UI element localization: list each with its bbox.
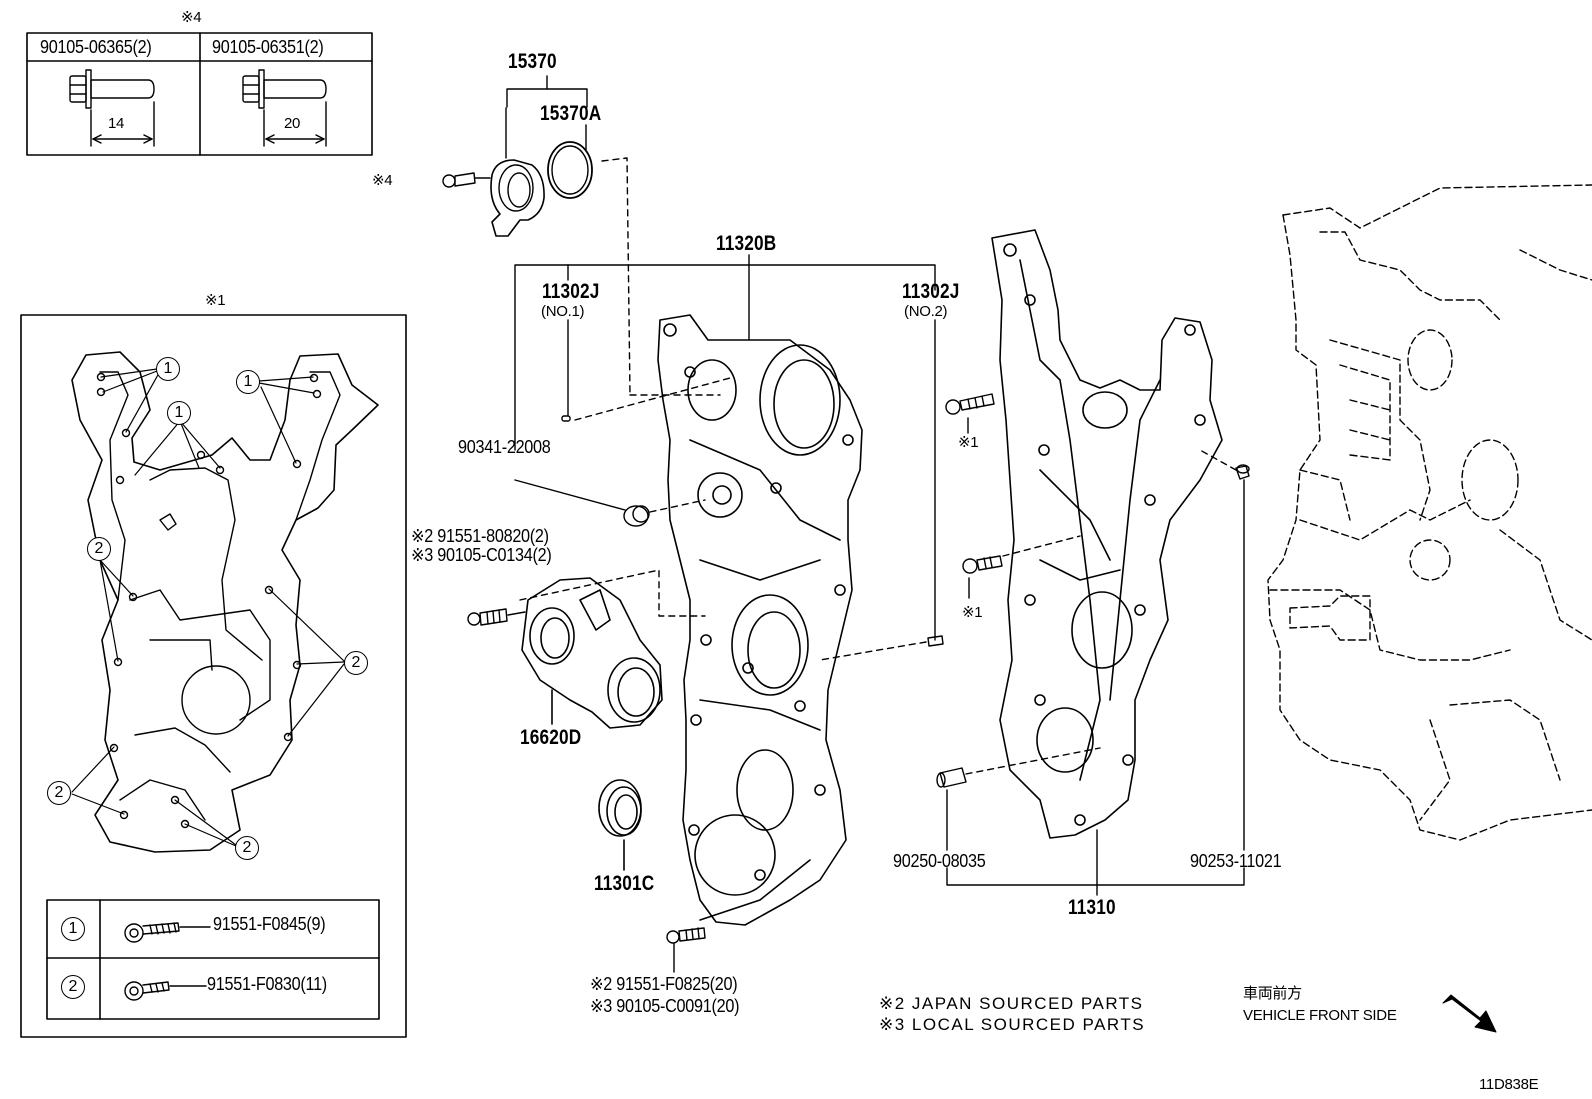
callout-1[interactable]: 1 (167, 401, 191, 425)
part-11302j-no1[interactable]: 11302J (542, 280, 600, 303)
engine-block-reference (1267, 184, 1592, 841)
vehicle-front-jp: 車両前方 (1243, 984, 1302, 1002)
flange-bolt-icon (242, 69, 327, 147)
bolt-icon (962, 555, 1003, 599)
bolt-low-japan[interactable]: ※2 91551-F0825(20) (590, 974, 738, 994)
bolt-b-part[interactable]: 90105-06351(2) (212, 37, 324, 57)
mark-1-lower: ※1 (962, 604, 983, 621)
bolt-hole-markers (96, 372, 322, 829)
inset-cover-mark: ※1 (205, 292, 226, 309)
legend-part-1[interactable]: 91551-F0845(9) (213, 914, 326, 934)
bolt-icon (945, 393, 995, 434)
callout-1[interactable]: 1 (236, 370, 260, 394)
part-90253-11021[interactable]: 90253-11021 (1190, 851, 1282, 871)
part-90250-08035[interactable]: 90250-08035 (893, 851, 986, 871)
vehicle-front-en: VEHICLE FRONT SIDE (1243, 1007, 1397, 1024)
bolt-b-length: 20 (284, 115, 301, 132)
part-16620d[interactable]: 16620D (520, 726, 582, 749)
part-11320b[interactable]: 11320B (716, 232, 777, 255)
oil-control-valve-assy (442, 75, 721, 396)
legend-bolt-icon (124, 981, 207, 1001)
callout-2[interactable]: 2 (235, 836, 259, 860)
part-11301c[interactable]: 11301C (594, 872, 655, 895)
bolt-a-length: 14 (108, 115, 125, 132)
bolt-low-local[interactable]: ※3 90105-C0091(20) (590, 996, 740, 1016)
part-11310[interactable]: 11310 (1068, 896, 1116, 919)
mark-1-upper: ※1 (958, 434, 979, 451)
legend-part-2[interactable]: 91551-F0830(11) (207, 974, 327, 994)
bolt-icon (442, 172, 491, 188)
no2-label: (NO.2) (904, 303, 948, 320)
note-japan-sourced: ※2 JAPAN SOURCED PARTS (879, 994, 1144, 1013)
callout-2[interactable]: 2 (47, 781, 71, 805)
timing-case-inner (991, 229, 1223, 839)
cover-bolt-inset (20, 314, 407, 1038)
callout-1[interactable]: 1 (156, 357, 180, 381)
callout-2[interactable]: 2 (344, 651, 368, 675)
vehicle-front-arrow-icon (1442, 994, 1497, 1033)
timing-chain-cover (657, 314, 863, 926)
legend-num-2: 2 (61, 975, 85, 999)
belt-tensioner (521, 577, 663, 729)
bolt-spec-inset (26, 32, 373, 156)
part-15370a[interactable]: 15370A (540, 102, 602, 125)
timing-cover-bracket (514, 254, 944, 661)
bolt-mid-japan[interactable]: ※2 91551-80820(2) (411, 526, 549, 546)
inset-bolts-mark: ※4 (181, 9, 202, 26)
part-90341-22008[interactable]: 90341-22008 (458, 437, 551, 457)
no1-label: (NO.1) (541, 303, 585, 320)
legend-bolt-icon (124, 922, 211, 943)
callout-leaders (71, 368, 345, 847)
bolt-a-part[interactable]: 90105-06365(2) (40, 37, 152, 57)
bolt-icon (666, 927, 706, 973)
callout-2[interactable]: 2 (87, 537, 111, 561)
part-11302j-no2[interactable]: 11302J (902, 280, 960, 303)
note-local-sourced: ※3 LOCAL SOURCED PARTS (879, 1015, 1146, 1034)
diagram-id: 11D838E (1479, 1076, 1539, 1093)
bolt-mid-local[interactable]: ※3 90105-C0134(2) (411, 545, 552, 565)
oil-seal (598, 779, 642, 871)
bolt-icon (467, 608, 526, 626)
flange-bolt-icon (69, 69, 155, 147)
legend-num-1: 1 (61, 917, 85, 941)
mark-4: ※4 (372, 172, 393, 189)
timing-cover-outline (71, 351, 379, 853)
part-15370[interactable]: 15370 (508, 50, 557, 73)
